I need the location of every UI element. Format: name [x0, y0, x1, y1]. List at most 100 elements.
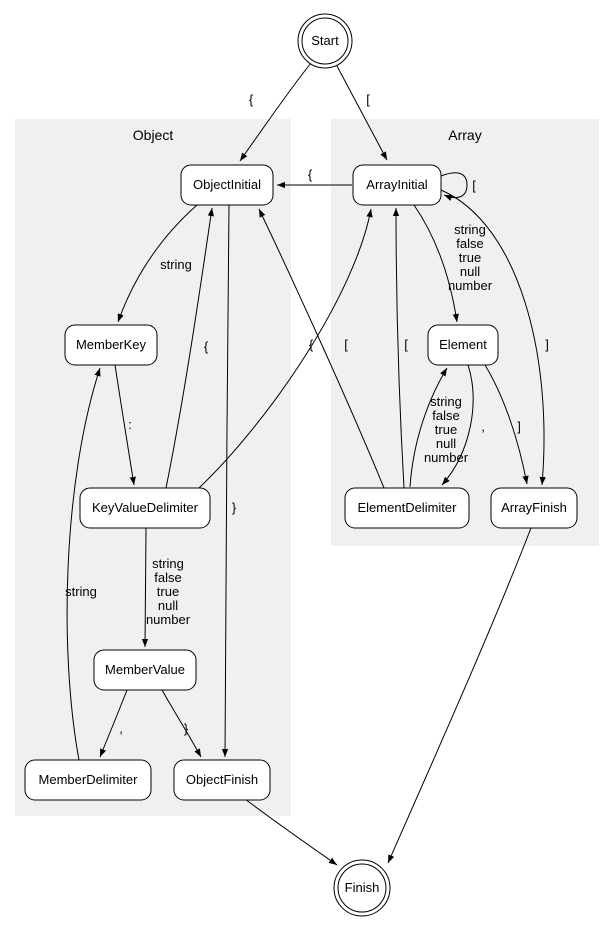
edge-membervalue-objectfinish: }	[161, 689, 202, 758]
node-label-ElementDelimiter: ElementDelimiter	[358, 500, 458, 515]
edge-label-objectinitial-objectfinish: }	[232, 500, 237, 515]
edge-line-membervalue-memberdelimiter	[99, 689, 128, 758]
node-ElementDelimiter: ElementDelimiter	[344, 487, 470, 529]
node-box-MemberKey	[64, 324, 158, 366]
cluster-label-object: Object	[133, 127, 174, 143]
edge-label-memberkey-keyvaluedelimiter: :	[128, 417, 132, 432]
node-box-ArrayInitial	[352, 164, 442, 206]
edge-element-elementdelimiter: ,	[441, 364, 485, 486]
node-label-MemberValue: MemberValue	[105, 662, 185, 677]
edge-line-elementdelimiter-arrayinitial	[392, 207, 405, 489]
node-label-ObjectInitial: ObjectInitial	[193, 177, 261, 192]
edge-objectinitial-objectfinish: }	[221, 204, 237, 758]
edge-keyvaluedelimiter-arrayinitial: [	[198, 208, 373, 489]
node-label-KeyValueDelimiter: KeyValueDelimiter	[92, 500, 199, 515]
edge-membervalue-memberdelimiter: ,	[99, 689, 128, 758]
node-label-MemberDelimiter: MemberDelimiter	[39, 772, 139, 787]
edge-keyvaluedelimiter-objectinitial: {	[165, 207, 214, 489]
edge-start-arrayinitial: [	[336, 65, 388, 161]
node-box-ObjectInitial	[180, 164, 274, 206]
node-ArrayFinish: ArrayFinish	[490, 487, 578, 529]
edge-label-keyvaluedelimiter-arrayinitial: [	[344, 337, 348, 352]
clusters-layer: Object Array	[15, 119, 599, 816]
edge-objectfinish-finish	[244, 798, 338, 866]
edge-line-memberdelimiter-memberkey	[66, 367, 101, 761]
edge-label-element-elementdelimiter: ,	[481, 419, 485, 434]
edge-line-membervalue-objectfinish	[161, 689, 202, 758]
node-box-ObjectFinish	[173, 759, 271, 801]
edge-label-objectinitial-memberkey: string	[160, 257, 192, 272]
cluster-box-object	[15, 119, 291, 816]
node-box-MemberDelimiter	[24, 759, 152, 801]
node-Element: Element	[427, 324, 499, 366]
node-Start: Start	[297, 13, 353, 69]
node-MemberValue: MemberValue	[93, 649, 197, 691]
node-box-ArrayFinish	[490, 487, 578, 529]
edge-line-element-elementdelimiter	[441, 364, 474, 486]
edge-line-elementdelimiter-element	[409, 367, 448, 488]
edge-line-arrayinitial-element	[413, 204, 459, 323]
edge-line-start-objectinitial	[239, 62, 312, 162]
edge-label-arrayinitial-arrayfinish: ]	[545, 337, 549, 352]
node-box-KeyValueDelimiter	[79, 487, 211, 529]
edge-label-membervalue-memberdelimiter: ,	[119, 721, 123, 736]
node-inner-circle-Start	[301, 17, 349, 65]
edge-line-start-arrayinitial	[336, 65, 388, 161]
node-box-MemberValue	[93, 649, 197, 691]
edge-label-arrayinitial-self: [	[472, 178, 476, 193]
edge-label-elementdelimiter-arrayinitial: [	[404, 337, 408, 352]
node-label-Element: Element	[439, 337, 487, 352]
node-Finish: Finish	[333, 859, 391, 917]
edge-arrayfinish-finish	[387, 527, 532, 864]
edge-label-keyvaluedelimiter-objectinitial: {	[204, 339, 209, 354]
node-MemberKey: MemberKey	[64, 324, 158, 366]
edge-line-memberkey-keyvaluedelimiter	[114, 364, 136, 486]
edge-memberdelimiter-memberkey: string	[65, 367, 101, 761]
node-inner-circle-Finish	[337, 863, 387, 913]
node-label-Finish: Finish	[345, 880, 380, 895]
edge-element-arrayfinish: ]	[484, 364, 529, 485]
edge-label-arrayinitial-objectinitial: {	[308, 167, 313, 182]
edge-memberkey-keyvaluedelimiter: :	[114, 364, 136, 486]
edge-line-elementdelimiter-objectinitial	[258, 208, 385, 489]
node-label-ArrayFinish: ArrayFinish	[501, 500, 567, 515]
node-ObjectInitial: ObjectInitial	[180, 164, 274, 206]
edge-line-keyvaluedelimiter-arrayinitial	[198, 208, 373, 489]
edge-line-objectfinish-finish	[244, 798, 338, 866]
edge-line-arrayfinish-finish	[387, 527, 532, 864]
node-MemberDelimiter: MemberDelimiter	[24, 759, 152, 801]
edge-line-objectinitial-memberkey	[117, 204, 198, 323]
node-ArrayInitial: ArrayInitial	[352, 164, 442, 206]
node-box-ElementDelimiter	[344, 487, 470, 529]
node-label-ArrayInitial: ArrayInitial	[366, 177, 428, 192]
edge-arrayinitial-arrayfinish: ]	[440, 189, 549, 486]
edge-label-start-arrayinitial: [	[366, 92, 370, 107]
node-label-MemberKey: MemberKey	[76, 337, 147, 352]
edge-start-objectinitial: {	[239, 62, 312, 162]
edge-label-elementdelimiter-objectinitial: {	[309, 337, 314, 352]
edge-label-element-arrayfinish: ]	[517, 419, 521, 434]
cluster-label-array: Array	[448, 127, 481, 143]
node-KeyValueDelimiter: KeyValueDelimiter	[79, 487, 211, 529]
edge-elementdelimiter-arrayinitial: [	[392, 207, 408, 489]
node-label-ObjectFinish: ObjectFinish	[186, 772, 258, 787]
edge-line-keyvaluedelimiter-objectinitial	[165, 207, 214, 489]
edge-line-objectinitial-objectfinish	[221, 204, 230, 758]
edge-objectinitial-memberkey: string	[117, 204, 198, 323]
node-box-Element	[427, 324, 499, 366]
edge-arrayinitial-objectinitial: {	[277, 167, 353, 189]
edge-label-memberdelimiter-memberkey: string	[65, 584, 97, 599]
edge-line-arrayinitial-arrayfinish	[440, 189, 546, 486]
cluster-object: Object	[15, 119, 291, 816]
edge-label-membervalue-objectfinish: }	[184, 721, 189, 736]
